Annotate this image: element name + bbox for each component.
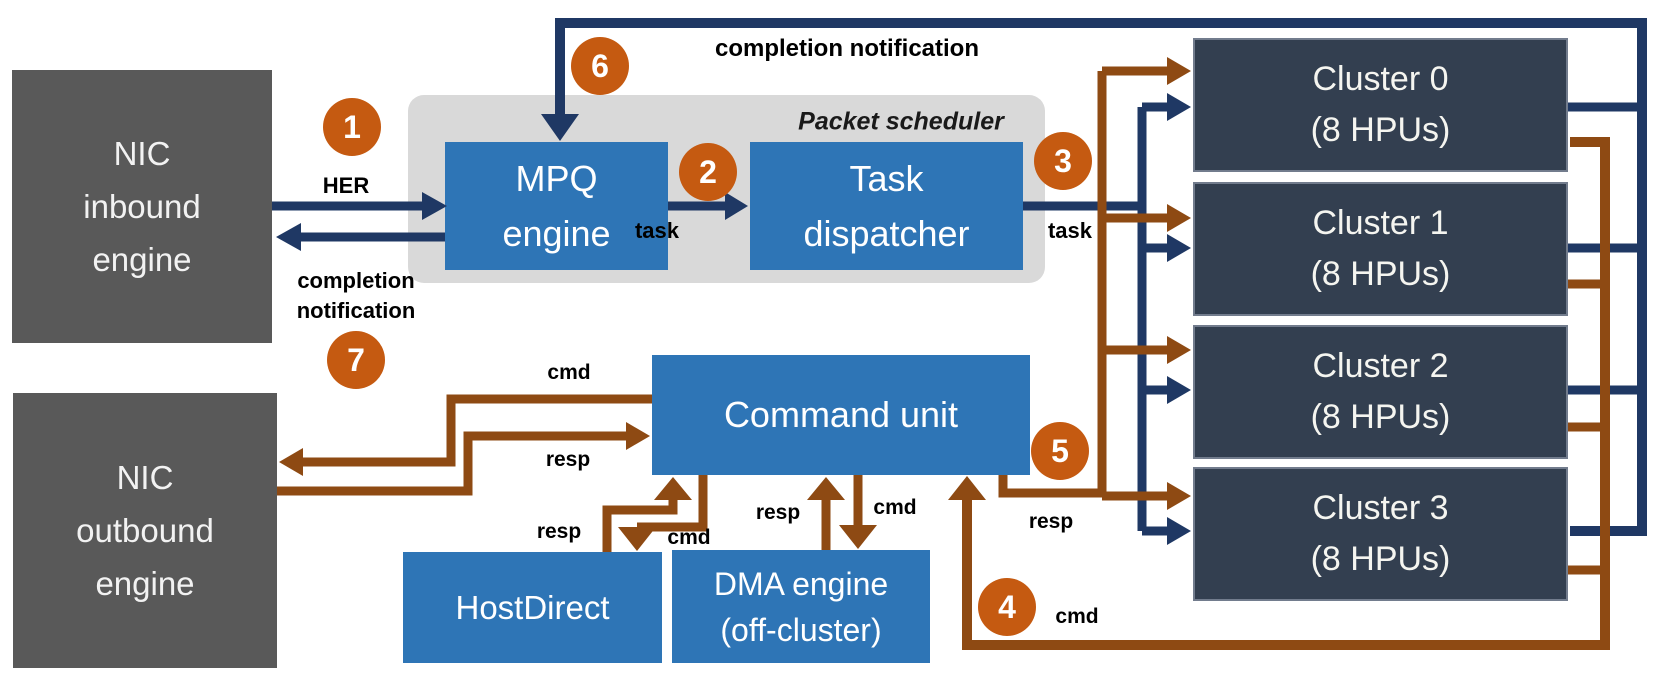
step-marker-7: 7 [327, 331, 385, 389]
label-cmd-dma: cmd [873, 496, 917, 519]
step-marker-4: 4 [978, 578, 1036, 636]
node-label-line: (8 HPUs) [1310, 111, 1451, 149]
label-her: HER [322, 173, 370, 198]
arrowhead-task-c0-icon [1167, 93, 1191, 121]
node-label-line: Task [849, 158, 924, 199]
label-line: completion [297, 268, 415, 293]
node-label-line: (off-cluster) [720, 611, 882, 648]
node-dma-engine: DMA engine (off-cluster) [672, 550, 930, 663]
step-marker-2: 2 [679, 143, 737, 201]
label-line: notification [296, 298, 416, 323]
node-nic-outbound-engine: NIC outbound engine [13, 393, 277, 668]
arrowhead-cmd-cu-icon [948, 476, 986, 500]
arrowhead-resp-c3-icon [1167, 482, 1191, 510]
arrowhead-cmd-dma-icon [839, 525, 877, 549]
arrowhead-resp-c1-icon [1167, 204, 1191, 232]
node-label-line: HostDirect [455, 588, 610, 626]
node-label-line: DMA engine [713, 565, 889, 602]
node-label-line: NIC [113, 135, 171, 172]
node-label-line: Command unit [723, 394, 959, 435]
label-cmd-hostdirect: cmd [667, 526, 711, 549]
node-label-line: engine [95, 565, 195, 602]
node-label-line: (8 HPUs) [1310, 255, 1451, 293]
arrowhead-cmd-hostdirect-icon [618, 527, 656, 551]
arrowhead-her-icon [422, 192, 447, 220]
node-mpq-engine: MPQ engine [445, 142, 668, 270]
label-resp-nic-cu: resp [545, 448, 591, 471]
arrowhead-completion-nic-icon [276, 223, 301, 251]
node-cluster-0: Cluster 0 (8 HPUs) [1193, 38, 1568, 172]
node-label-line: Cluster 1 [1312, 204, 1449, 242]
node-label-line: engine [92, 241, 192, 278]
wire-cmd-hostdirect [637, 475, 708, 532]
wire-cmd-cu-nic [302, 394, 652, 467]
arrowhead-task-c3-icon [1167, 517, 1191, 545]
node-cluster-1: Cluster 1 (8 HPUs) [1193, 182, 1568, 316]
node-command-unit: Command unit [652, 355, 1030, 475]
node-label-line: Cluster 3 [1312, 489, 1449, 527]
label-task-mpq-td: task [634, 218, 680, 243]
arrowhead-task-c2-icon [1167, 376, 1191, 404]
node-hostdirect: HostDirect [403, 552, 662, 663]
node-nic-inbound-engine: NIC inbound engine [12, 70, 272, 343]
node-label-line: inbound [83, 188, 201, 225]
label-resp-clusters: resp [1028, 510, 1074, 533]
node-label-line: engine [502, 213, 611, 254]
node-label-line: dispatcher [803, 213, 970, 254]
node-label-line: (8 HPUs) [1310, 540, 1451, 578]
arrowhead-resp-cu-icon [626, 422, 650, 450]
arrowhead-resp-c0-icon [1167, 57, 1191, 85]
wire-cmd-clusters-cu [962, 137, 1610, 650]
arrowhead-resp-dma-icon [807, 477, 845, 500]
label-completion-notification-left: completion notification [297, 266, 416, 326]
arrowhead-cmd-nic-icon [279, 448, 303, 476]
node-task-dispatcher: Task dispatcher [750, 142, 1023, 270]
arrowhead-task-td-icon [725, 192, 748, 220]
label-resp-hostdirect: resp [536, 520, 582, 543]
step-marker-3: 3 [1034, 132, 1092, 190]
wire-resp-nic-cu [277, 431, 627, 496]
node-label-line: (8 HPUs) [1310, 398, 1451, 436]
node-cluster-3: Cluster 3 (8 HPUs) [1193, 467, 1568, 601]
node-label-line: Cluster 2 [1312, 347, 1449, 385]
arrowhead-task-c1-icon [1167, 234, 1191, 262]
step-marker-1: 1 [323, 98, 381, 156]
node-cluster-2: Cluster 2 (8 HPUs) [1193, 325, 1568, 459]
packet-scheduler-label: Packet scheduler [798, 107, 1004, 136]
label-resp-dma: resp [755, 501, 801, 524]
step-marker-5: 5 [1031, 422, 1089, 480]
label-cmd-clusters: cmd [1055, 605, 1099, 628]
wire-resp-cu-out [998, 475, 1106, 498]
node-label-line: MPQ [515, 158, 598, 199]
arrowhead-completion-mpq-icon [541, 114, 579, 141]
node-label-line: outbound [76, 512, 214, 549]
label-task-td-clusters: task [1047, 218, 1093, 243]
label-cmd-cu-nic: cmd [547, 361, 591, 384]
wire-resp-hostdirect [602, 499, 678, 552]
step-marker-6: 6 [571, 37, 629, 95]
wire-completion-loop [555, 18, 1647, 536]
label-completion-notification-top: completion notification [715, 35, 979, 62]
node-label-line: NIC [116, 459, 174, 496]
arrowhead-resp-hostdirect-icon [654, 477, 692, 500]
node-label-line: Cluster 0 [1312, 60, 1449, 98]
arrowhead-resp-c2-icon [1167, 336, 1191, 364]
